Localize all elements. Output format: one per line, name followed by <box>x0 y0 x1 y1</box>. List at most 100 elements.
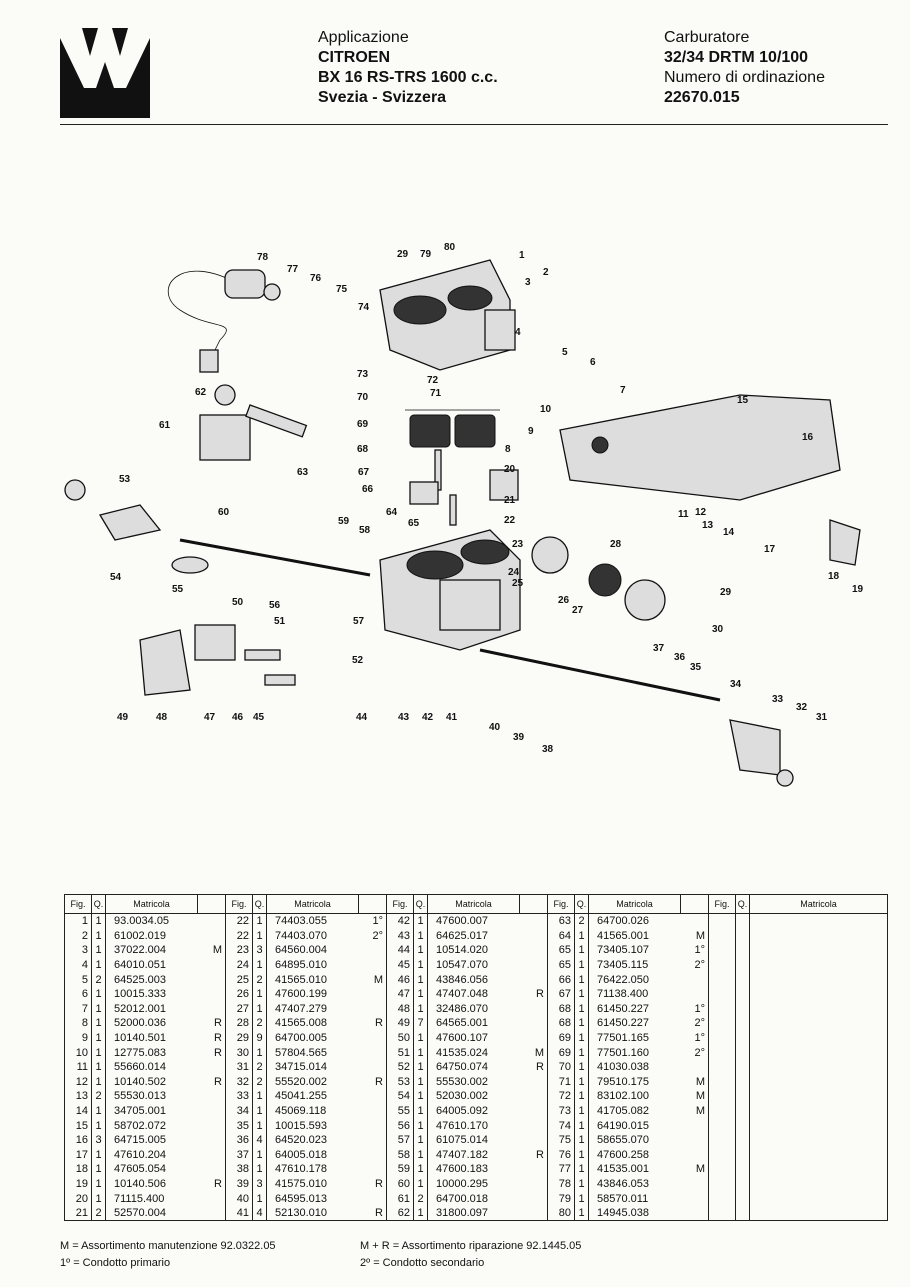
empty-cell <box>749 1059 888 1075</box>
part-note <box>519 957 548 973</box>
part-qty: 1 <box>252 913 267 929</box>
vehicle-make: CITROEN <box>318 49 390 66</box>
part-fig: 33 <box>225 1089 253 1104</box>
header-fig: Fig. <box>225 894 253 914</box>
part-code: 32486.070 <box>427 1001 520 1017</box>
part-qty: 2 <box>91 1089 106 1104</box>
part-qty: 1 <box>413 1205 428 1222</box>
part-qty: 1 <box>574 1147 589 1163</box>
empty-cell <box>749 1001 888 1017</box>
callout-76: 76 <box>310 273 322 284</box>
part-note <box>680 1147 709 1163</box>
part-qty: 1 <box>413 943 428 958</box>
part-code: 47407.048 <box>427 986 520 1002</box>
callout-28: 28 <box>610 539 622 550</box>
part-fig: 1 <box>64 913 92 929</box>
empty-cell <box>749 1045 888 1060</box>
part-note <box>519 1205 548 1222</box>
part-note <box>358 1118 387 1133</box>
part-code: 41565.008 <box>266 1016 359 1031</box>
part-fig: 24 <box>225 957 253 973</box>
part-code: 64750.074 <box>427 1059 520 1075</box>
empty-cell <box>749 1103 888 1119</box>
callout-66: 66 <box>362 484 374 495</box>
jets-group <box>409 449 519 526</box>
empty-cell <box>749 913 888 929</box>
callout-54: 54 <box>110 572 122 583</box>
part-fig: 6 <box>64 986 92 1002</box>
part-note <box>197 913 226 929</box>
part-note <box>358 1059 387 1075</box>
part-code: 64190.015 <box>588 1118 681 1133</box>
part-note: 2° <box>680 1016 709 1031</box>
part-note <box>680 1059 709 1075</box>
callout-16: 16 <box>802 432 814 443</box>
part-fig: 59 <box>386 1162 414 1177</box>
part-code: 10547.070 <box>427 957 520 973</box>
part-fig: 76 <box>547 1147 575 1163</box>
empty-cell <box>708 1016 736 1031</box>
power-valve-diaphragm <box>531 536 666 621</box>
part-qty: 1 <box>413 986 428 1002</box>
part-note <box>197 1001 226 1017</box>
part-fig: 63 <box>547 913 575 929</box>
part-fig: 9 <box>64 1030 92 1046</box>
part-qty: 1 <box>413 1103 428 1119</box>
part-note: M <box>680 928 709 944</box>
part-code: 55530.002 <box>427 1074 520 1090</box>
part-note: M <box>680 1103 709 1119</box>
part-fig: 32 <box>225 1074 253 1090</box>
part-code: 47600.007 <box>427 913 520 929</box>
part-code: 64625.017 <box>427 928 520 944</box>
callout-58: 58 <box>359 525 371 536</box>
part-note <box>358 1162 387 1177</box>
empty-cell <box>708 1132 736 1148</box>
part-code: 41565.010 <box>266 972 359 987</box>
empty-cell <box>749 957 888 973</box>
part-fig: 30 <box>225 1045 253 1060</box>
part-qty: 1 <box>252 1103 267 1119</box>
callout-78: 78 <box>257 252 269 263</box>
part-fig: 55 <box>386 1103 414 1119</box>
part-note: 1° <box>358 913 387 929</box>
callout-20: 20 <box>504 464 516 475</box>
part-code: 34715.014 <box>266 1059 359 1075</box>
part-note <box>519 943 548 958</box>
part-code: 47600.199 <box>266 986 359 1002</box>
part-note: R <box>358 1074 387 1090</box>
empty-cell <box>735 1030 750 1046</box>
part-note: R <box>519 1059 548 1075</box>
part-fig: 44 <box>386 943 414 958</box>
callout-42: 42 <box>422 712 434 723</box>
part-qty: 1 <box>252 986 267 1002</box>
part-code: 64520.023 <box>266 1132 359 1148</box>
part-note <box>519 972 548 987</box>
callout-41: 41 <box>446 712 458 723</box>
part-note <box>197 972 226 987</box>
part-note <box>358 986 387 1002</box>
part-qty: 4 <box>252 1205 267 1222</box>
cutoff-solenoid <box>168 269 281 373</box>
callout-11: 11 <box>678 509 689 520</box>
part-fig: 69 <box>547 1030 575 1046</box>
part-note <box>680 913 709 929</box>
part-note <box>519 1118 548 1133</box>
empty-cell <box>708 1059 736 1075</box>
part-code: 64005.018 <box>266 1147 359 1163</box>
throttle-shaft-right <box>479 648 794 787</box>
part-fig: 17 <box>64 1147 92 1163</box>
empty-cell <box>708 1103 736 1119</box>
empty-cell <box>749 1118 888 1133</box>
part-note: R <box>358 1016 387 1031</box>
empty-cell <box>749 1074 888 1090</box>
part-qty: 2 <box>252 1074 267 1090</box>
empty-cell <box>708 1045 736 1060</box>
part-qty: 1 <box>413 928 428 944</box>
part-qty: 1 <box>91 1103 106 1119</box>
header-note <box>358 894 387 914</box>
idle-parts-left <box>139 624 296 696</box>
part-code: 34705.001 <box>105 1103 198 1119</box>
callout-7: 7 <box>620 385 626 396</box>
callout-3: 3 <box>525 277 531 288</box>
